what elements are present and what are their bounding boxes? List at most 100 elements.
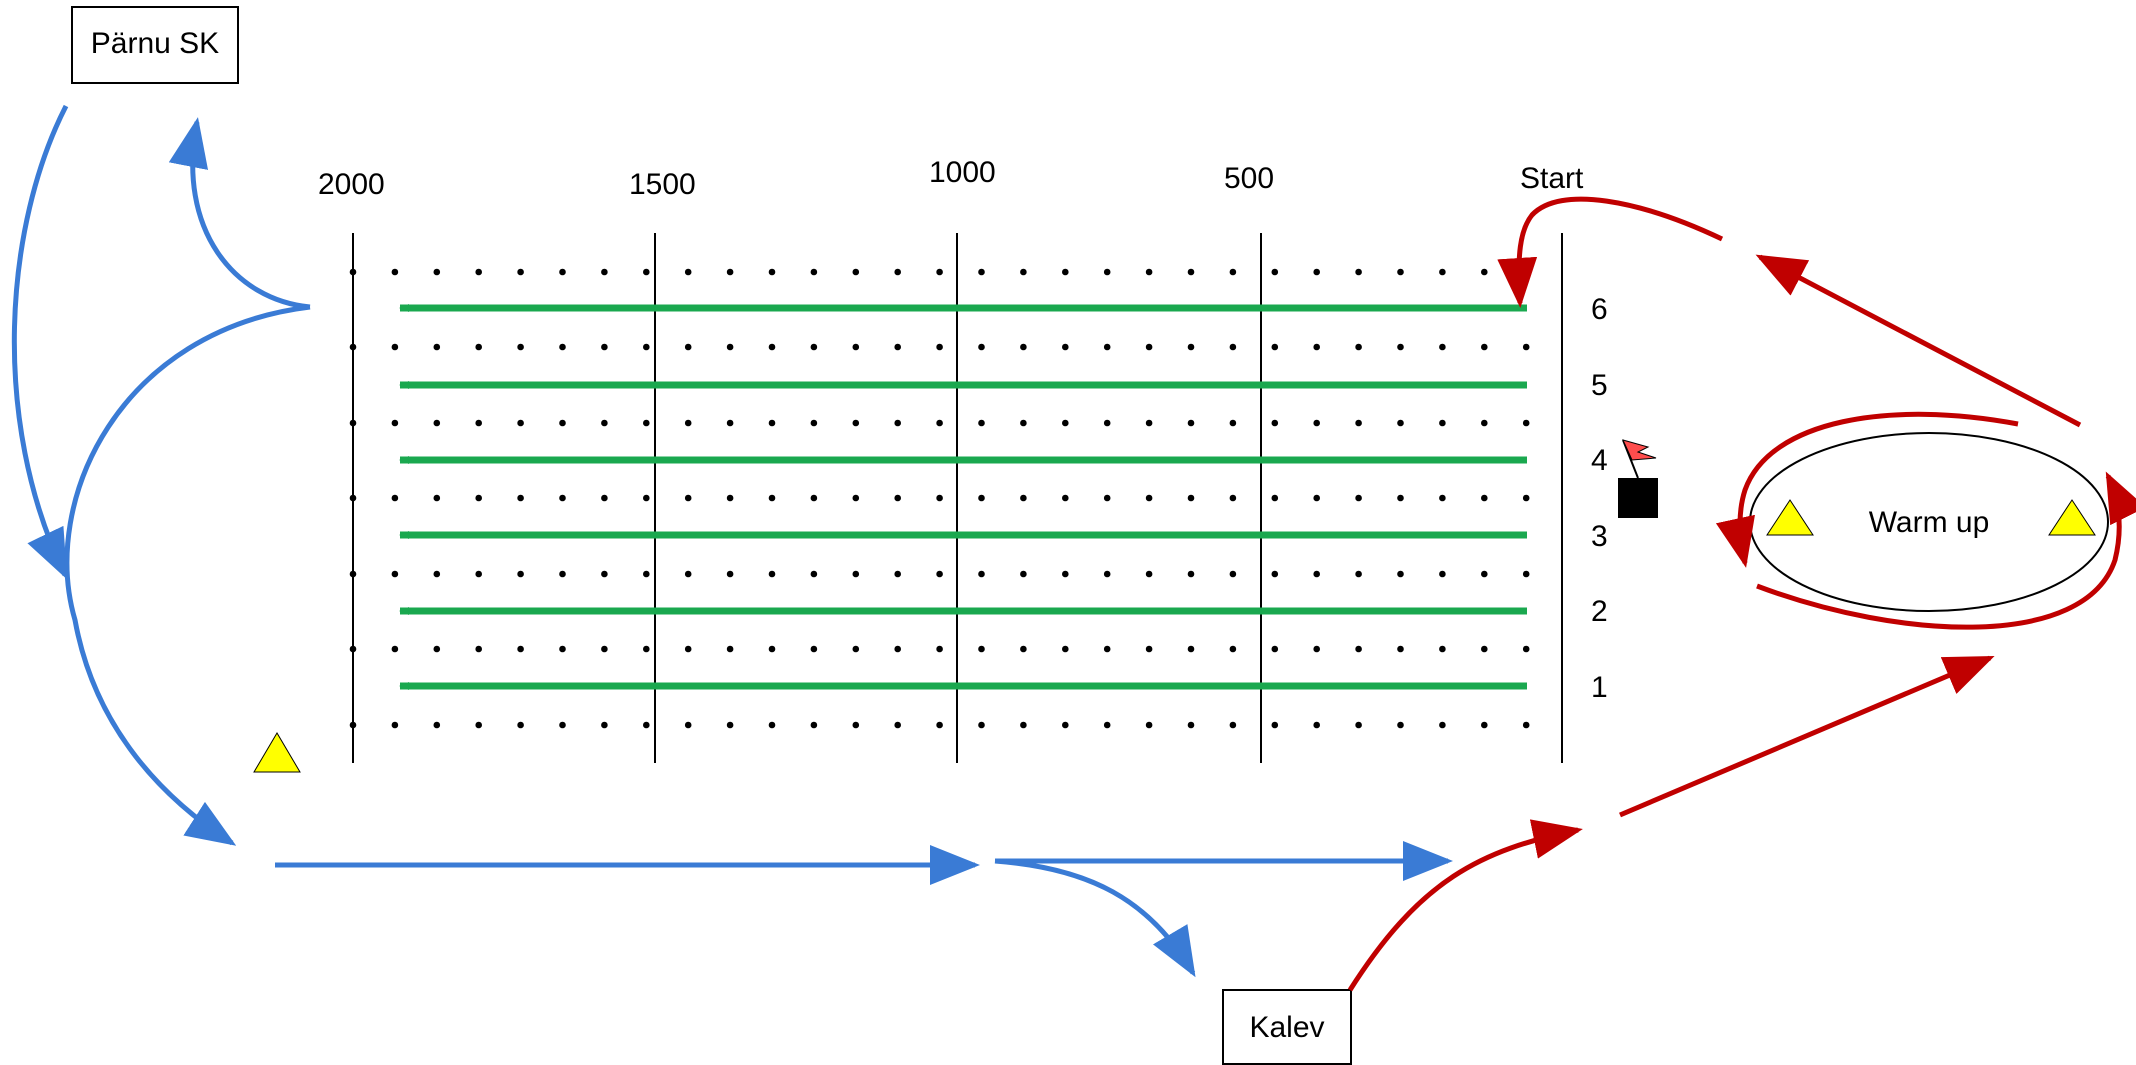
buoy-dot [1229, 570, 1237, 578]
buoy-dot [1271, 419, 1279, 427]
club-label-parnu: Pärnu SK [91, 27, 219, 60]
buoy-dot [1062, 494, 1069, 502]
buoy-dot [894, 343, 901, 351]
distance-label-500: 500 [1224, 162, 1274, 195]
buoy-dot [1355, 268, 1362, 276]
buoy-dot [684, 419, 692, 427]
buoy-dot [391, 268, 399, 276]
buoy-dot [391, 494, 399, 502]
lane-number-5: 5 [1591, 369, 1608, 402]
buoy-dot [433, 721, 441, 729]
buoy-dot [1439, 268, 1446, 276]
lane-number-2: 2 [1591, 595, 1608, 628]
buoy-dot [475, 494, 483, 502]
buoy-dot [559, 419, 566, 427]
buoy-dot [1062, 645, 1069, 653]
buoy-dot [643, 494, 650, 502]
buoy-dot [1271, 570, 1279, 578]
buoy-dot [978, 268, 985, 276]
buoy-dot [1062, 721, 1069, 729]
buoy-dot [1481, 570, 1488, 578]
buoy-dot [726, 570, 734, 578]
buoy-dot [1145, 343, 1153, 351]
buoy-dot [726, 645, 734, 653]
buoy-dot [1020, 343, 1027, 351]
buoy-dot [1229, 419, 1237, 427]
kalev-route-arrow [1619, 655, 1995, 818]
parnu-route-arrow [994, 858, 1196, 978]
buoy-dot [894, 721, 901, 729]
buoy-dot [1397, 645, 1404, 653]
buoy-dot [1271, 645, 1279, 653]
buoy-dot [936, 570, 943, 578]
buoy-dot [726, 494, 734, 502]
yellow-triangle-icon [253, 732, 301, 773]
buoy-dot [726, 343, 734, 351]
buoy-dot [1481, 343, 1488, 351]
buoy-dot [643, 570, 650, 578]
buoy-dot [1397, 343, 1404, 351]
buoy-dot [433, 494, 441, 502]
buoy-dot [726, 419, 734, 427]
buoy-dot [643, 268, 650, 276]
buoy-dot [684, 343, 692, 351]
buoy-dot [1103, 494, 1111, 502]
buoy-dot [936, 721, 943, 729]
buoy-dot [1355, 570, 1362, 578]
buoy-dot [601, 268, 608, 276]
buoy-dot [1355, 494, 1362, 502]
club-box-kalev: Kalev [1222, 989, 1352, 1065]
buoy-dot [1481, 645, 1488, 653]
buoy-dot [517, 343, 524, 351]
buoy-dot [433, 343, 441, 351]
distance-label-start: Start [1520, 162, 1584, 195]
buoy-dot [1187, 343, 1195, 351]
buoy-dot [852, 343, 860, 351]
buoy-dot [978, 645, 985, 653]
buoy-dot [684, 570, 692, 578]
kalev-route-arrow [1756, 471, 2136, 630]
buoy-dot [1439, 645, 1446, 653]
buoy-dot [852, 721, 860, 729]
buoy-dot [810, 570, 818, 578]
buoy-dot [1145, 268, 1153, 276]
buoy-dot [726, 268, 734, 276]
buoy-dot [810, 494, 818, 502]
buoy-dot [1481, 721, 1488, 729]
buoy-dot [1522, 268, 1530, 276]
buoy-dot [936, 494, 943, 502]
buoy-dot [1020, 419, 1027, 427]
buoy-dot [1522, 645, 1530, 653]
buoy-dot [1439, 721, 1446, 729]
buoy-dot [433, 268, 441, 276]
buoy-dot [726, 721, 734, 729]
buoy-dot [768, 721, 776, 729]
buoy-dot [1481, 494, 1488, 502]
buoy-dot [768, 268, 776, 276]
buoy-dot [1522, 570, 1530, 578]
buoy-dot [643, 419, 650, 427]
buoy-dot [684, 645, 692, 653]
buoy-dot [1187, 494, 1195, 502]
buoy-dot [852, 268, 860, 276]
buoy-dot [1229, 268, 1237, 276]
buoy-dot [1187, 419, 1195, 427]
buoy-dot [936, 645, 943, 653]
lane-buoy-dots [349, 268, 1530, 729]
buoy-dot [1062, 570, 1069, 578]
buoy-dot [1145, 494, 1153, 502]
buoy-dot [391, 343, 399, 351]
buoy-dot [1145, 419, 1153, 427]
buoy-dot [978, 494, 985, 502]
buoy-dot [559, 645, 566, 653]
parnu-route [11, 104, 1453, 978]
buoy-dot [1103, 645, 1111, 653]
buoy-dot [475, 268, 483, 276]
buoy-dot [391, 721, 399, 729]
buoy-dot [601, 645, 608, 653]
buoy-dot [1187, 570, 1195, 578]
lane-number-6: 6 [1591, 293, 1608, 326]
buoy-dot [475, 721, 483, 729]
buoy-dot [1397, 268, 1404, 276]
